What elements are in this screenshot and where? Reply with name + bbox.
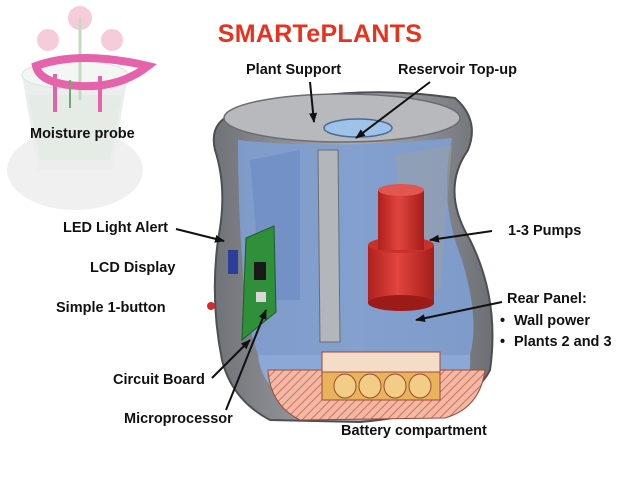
label-microprocessor: Microprocessor (124, 411, 233, 427)
rear-panel-item-label: Plants 2 and 3 (514, 334, 612, 350)
moisture-probe-illustration (7, 6, 158, 210)
label-moisture-probe: Moisture probe (30, 126, 135, 142)
label-rear-panel: Rear Panel: (507, 291, 587, 307)
arrow-plant-support (309, 81, 318, 123)
rear-panel-list: •Wall power •Plants 2 and 3 (500, 311, 612, 353)
arrow-circuit-board (211, 339, 251, 379)
arrow-led-light-alert (175, 228, 225, 243)
battery-compartment-illustration (267, 351, 486, 421)
arrow-pumps (429, 230, 493, 243)
rear-panel-item-label: Wall power (514, 313, 590, 329)
label-circuit-board: Circuit Board (113, 372, 205, 388)
label-led-light-alert: LED Light Alert (63, 220, 168, 236)
label-lcd-display: LCD Display (90, 260, 176, 276)
arrow-rear-panel (415, 301, 503, 323)
label-pumps: 1-3 Pumps (508, 223, 582, 239)
arrow-reservoir-topup (355, 81, 431, 139)
arrow-microprocessor (225, 309, 267, 411)
pump-illustration (368, 184, 434, 311)
label-battery-compartment: Battery compartment (341, 423, 487, 439)
rear-panel-item: •Wall power (500, 313, 590, 329)
label-plant-support: Plant Support (246, 62, 342, 78)
label-simple-button: Simple 1-button (56, 300, 166, 316)
diagram-title: SMARTePLANTS (217, 20, 423, 48)
leader-arrows (175, 81, 503, 411)
rear-panel-item: •Plants 2 and 3 (500, 334, 612, 350)
label-reservoir-topup: Reservoir Top-up (398, 62, 517, 78)
circuit-board-illustration (207, 225, 277, 342)
